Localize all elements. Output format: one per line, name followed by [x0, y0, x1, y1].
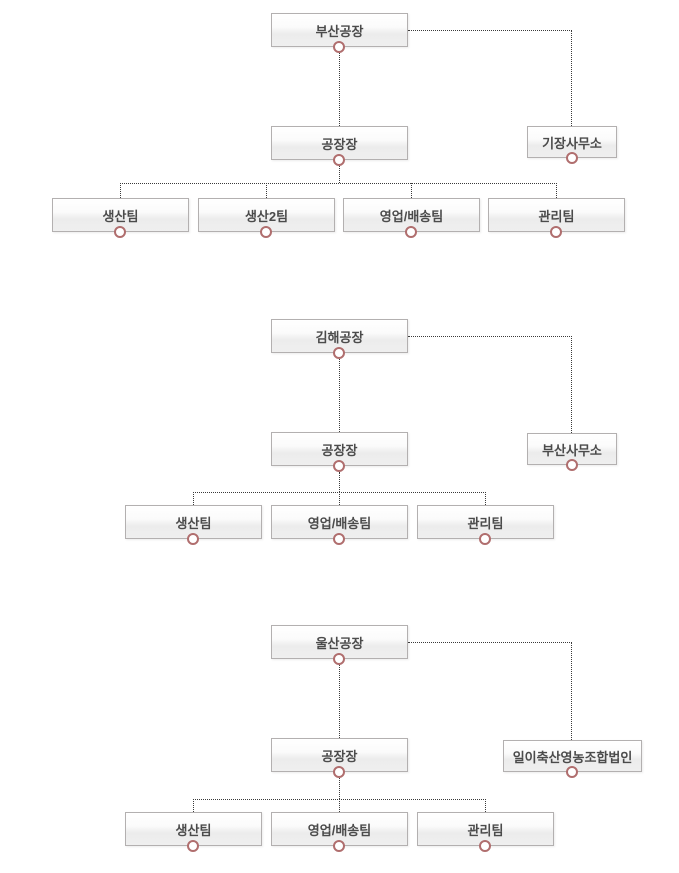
- connector-dot: [333, 840, 345, 852]
- node-label: 생산팀: [175, 822, 212, 838]
- connector-child-stub: [339, 492, 340, 505]
- connector-dot: [333, 653, 345, 665]
- connector-root-to-side: [408, 642, 572, 643]
- connector-root-to-manager: [339, 53, 340, 126]
- connector-dot: [333, 460, 345, 472]
- connector-dot: [405, 226, 417, 238]
- connector-dot: [479, 840, 491, 852]
- connector-child-stub: [193, 492, 194, 505]
- connector-child-stub: [339, 799, 340, 812]
- node-label: 공장장: [321, 748, 358, 764]
- node-ili-livestock-cooperative: 일이축산영농조합법인: [503, 740, 642, 772]
- connector-dot: [333, 347, 345, 359]
- connector-dot: [187, 533, 199, 545]
- node-sales-delivery-team: 영업/배송팀: [343, 198, 480, 232]
- node-label: 관리팀: [538, 208, 575, 224]
- connector-child-stub: [556, 183, 557, 198]
- connector-dot: [566, 459, 578, 471]
- connector-dot: [260, 226, 272, 238]
- node-label: 관리팀: [467, 515, 504, 531]
- node-label: 영업/배송팀: [379, 208, 444, 224]
- connector-dot: [333, 766, 345, 778]
- connector-child-stub: [485, 492, 486, 505]
- node-ulsan-plant: 울산공장: [271, 625, 408, 659]
- node-label: 공장장: [321, 136, 358, 152]
- connector-dot: [333, 533, 345, 545]
- node-label: 생산2팀: [244, 208, 289, 224]
- connector-child-stub: [193, 799, 194, 812]
- connector-root-to-manager: [339, 359, 340, 432]
- connector-dot: [566, 152, 578, 164]
- connector-child-stub: [485, 799, 486, 812]
- node-label: 영업/배송팀: [307, 822, 372, 838]
- connector-child-stub: [266, 183, 267, 198]
- connector-dot: [187, 840, 199, 852]
- node-label: 영업/배송팀: [307, 515, 372, 531]
- connector-manager-to-bus: [339, 166, 340, 183]
- connector-dot: [479, 533, 491, 545]
- connector-side-drop: [571, 642, 572, 740]
- connector-manager-to-bus: [339, 472, 340, 492]
- node-label: 관리팀: [467, 822, 504, 838]
- connector-child-stub: [120, 183, 121, 198]
- node-label: 기장사무소: [542, 135, 602, 151]
- node-label: 김해공장: [315, 329, 364, 345]
- connector-dot: [566, 766, 578, 778]
- connector-root-to-manager: [339, 665, 340, 738]
- connector-dot: [114, 226, 126, 238]
- node-label: 생산팀: [102, 208, 139, 224]
- node-label: 부산사무소: [542, 442, 602, 458]
- connector-root-to-side: [408, 30, 572, 31]
- node-production-team-2: 생산2팀: [198, 198, 335, 232]
- node-label: 일이축산영농조합법인: [512, 749, 633, 765]
- node-label: 공장장: [321, 442, 358, 458]
- node-label: 부산공장: [315, 23, 364, 39]
- connector-dot: [333, 41, 345, 53]
- connector-dot: [550, 226, 562, 238]
- node-label: 울산공장: [315, 635, 364, 651]
- connector-children-bus: [120, 183, 557, 184]
- connector-child-stub: [411, 183, 412, 198]
- node-admin-team: 관리팀: [417, 505, 554, 539]
- connector-manager-to-bus: [339, 778, 340, 799]
- connector-side-drop: [571, 336, 572, 433]
- connector-side-drop: [571, 30, 572, 126]
- node-gimhae-plant: 김해공장: [271, 319, 408, 353]
- connector-root-to-side: [408, 336, 572, 337]
- connector-dot: [333, 154, 345, 166]
- node-label: 생산팀: [175, 515, 212, 531]
